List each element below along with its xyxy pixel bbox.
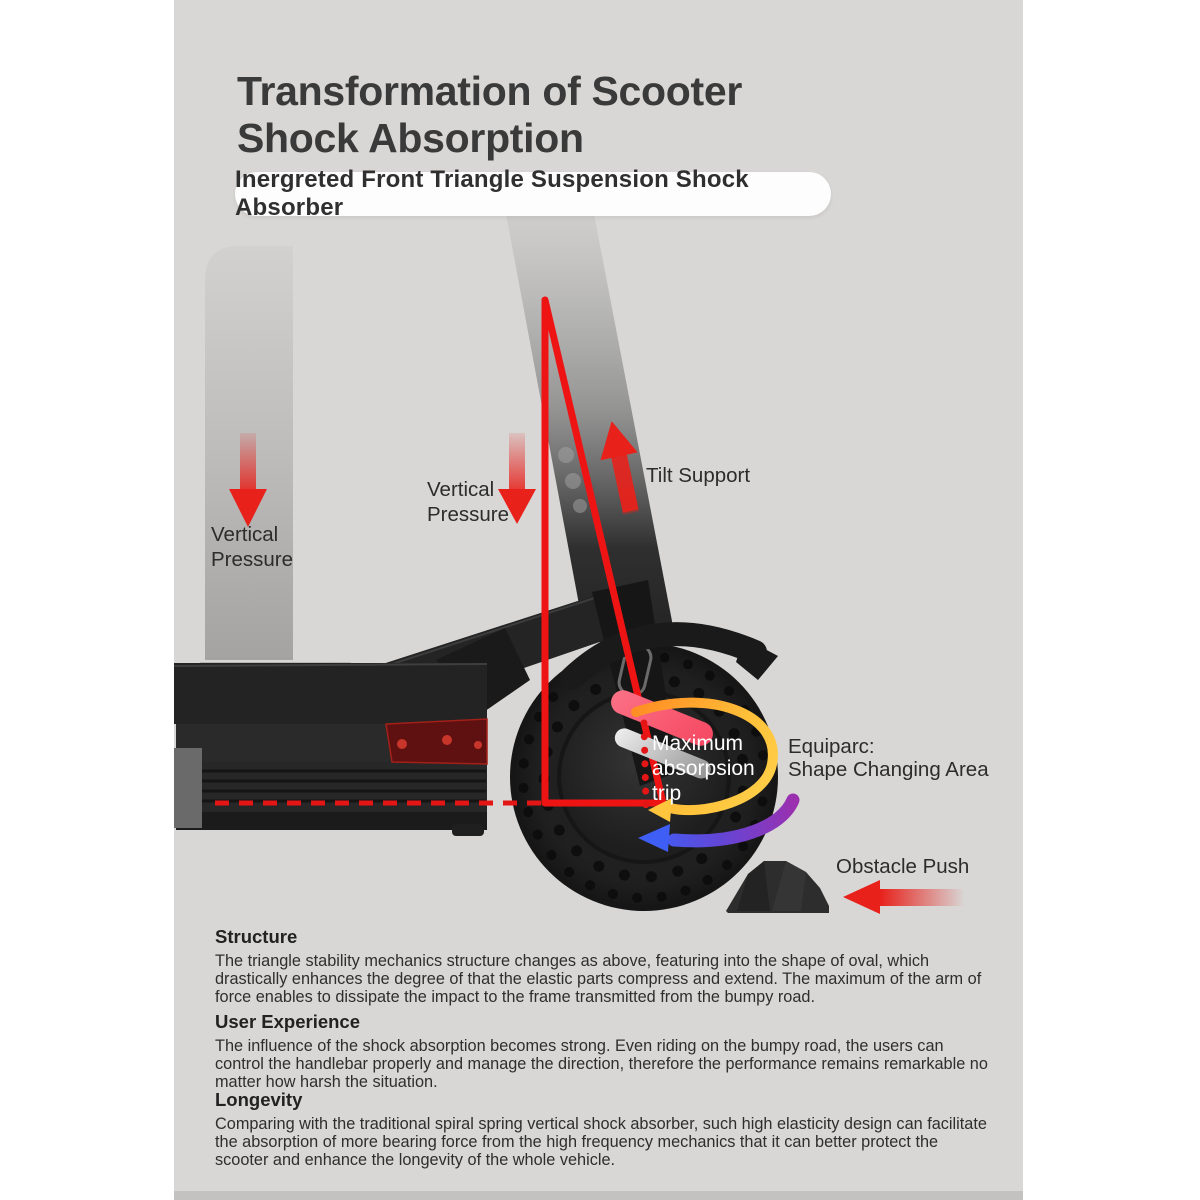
section-structure: Structure The triangle stability mechani… (215, 926, 993, 1006)
rebound-arrow-icon (638, 793, 800, 852)
ghost-stem-column (200, 246, 373, 702)
subtitle-badge-text: Inergreted Front Triangle Suspension Sho… (235, 166, 749, 221)
tilt-support-up-arrow-icon (600, 421, 639, 515)
page-title-line1: Transformation of Scooter (237, 68, 743, 114)
obstacle-shape (726, 861, 829, 913)
label-obstacle-push: Obstacle Push (836, 855, 970, 878)
suspension-leaf-gray (614, 728, 711, 779)
section-structure-body: The triangle stability mechanics structu… (215, 952, 982, 1006)
deck-reflector (385, 718, 488, 765)
scooter-stem (506, 214, 676, 642)
down-arrow-right-icon (498, 433, 536, 524)
force-triangle (541, 296, 667, 807)
label-tilt-support: Tilt Support (646, 464, 751, 487)
suspension-leaf-pink (611, 690, 713, 746)
section-user-experience-body: The influence of the shock absorption be… (215, 1037, 988, 1091)
label-max-absorption: Maximum absorpsion trip (652, 732, 755, 805)
travel-dotted-line (640, 719, 650, 810)
subtitle-badge: Inergreted Front Triangle Suspension Sho… (235, 166, 831, 221)
stem-detail-dots (558, 447, 587, 513)
scooter-deck (173, 663, 488, 836)
section-user-experience-heading: User Experience (215, 1011, 361, 1032)
page-title-line2: Shock Absorption (237, 115, 584, 161)
panel-bottom-strip (174, 1191, 1023, 1200)
page-title: Transformation of Scooter Shock Absorpti… (237, 68, 857, 162)
section-longevity-body: Comparing with the traditional spiral sp… (215, 1115, 987, 1169)
obstacle-push-arrow-icon (843, 880, 964, 914)
section-structure-heading: Structure (215, 926, 298, 947)
label-vertical-pressure-left: Vertical Pressure (211, 523, 294, 571)
label-vertical-pressure-right: Vertical Pressure (427, 478, 510, 526)
section-user-experience: User Experience The influence of the sho… (215, 1011, 993, 1091)
shape-change-arrow-icon (631, 697, 778, 822)
label-equiparc: Equiparc: Shape Changing Area (788, 735, 989, 781)
front-fender (560, 622, 778, 690)
section-longevity: Longevity Comparing with the traditional… (215, 1089, 993, 1169)
down-arrow-left-icon (229, 433, 267, 527)
section-longevity-heading: Longevity (215, 1089, 303, 1110)
